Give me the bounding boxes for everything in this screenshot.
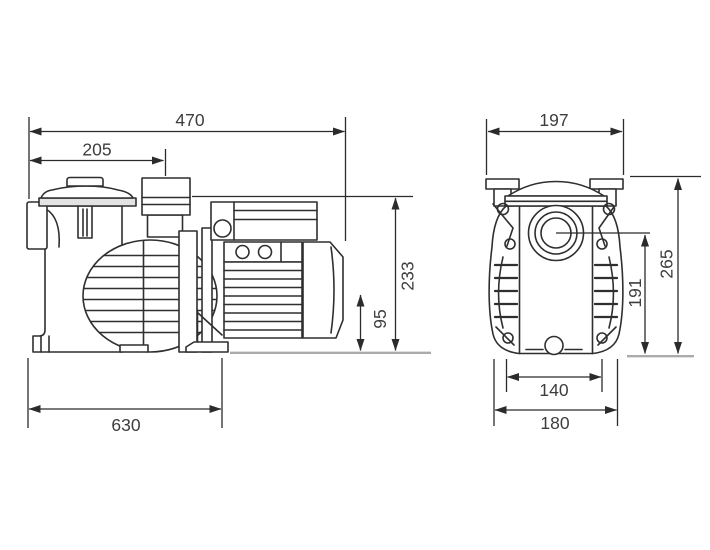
- dim-label-overall-length: 470: [175, 110, 204, 130]
- inlet-port: [26, 201, 48, 250]
- dim-label-outlet-offset: 205: [82, 140, 111, 160]
- dim-mount-outer-width: 180: [493, 359, 619, 433]
- motor-foot: [185, 309, 229, 353]
- volute: [82, 239, 218, 353]
- dim-inlet-center-height: 191: [556, 232, 650, 354]
- support-rib-left: [492, 203, 514, 247]
- support-rib-right: [598, 203, 617, 247]
- body-shell: [488, 203, 624, 355]
- terminal-box: [210, 201, 318, 241]
- motor-band: [223, 241, 303, 263]
- dim-top-width: 197: [485, 110, 625, 175]
- dim-label-outlet-height: 233: [398, 261, 418, 290]
- dim-label-base-length: 630: [111, 415, 140, 435]
- cooling-fins-right: [593, 256, 619, 329]
- dim-label-overall-height: 265: [657, 249, 677, 278]
- dim-overall-length: 470: [28, 110, 347, 241]
- lid-knob: [66, 176, 104, 187]
- front-view: 197 265 191 140 180: [485, 110, 701, 433]
- dim-mount-inner-width: 140: [505, 359, 603, 400]
- motor-end-cap: [302, 241, 344, 339]
- dim-label-mount-inner-width: 140: [539, 380, 568, 400]
- cooling-fins-left: [493, 256, 519, 329]
- motor-flange: [201, 227, 213, 353]
- bolt-hole: [602, 202, 616, 216]
- dim-base-length: 630: [27, 358, 223, 435]
- bolt-hole: [496, 202, 510, 216]
- motor: [185, 201, 344, 353]
- dim-label-top-width: 197: [539, 110, 568, 130]
- bolt-hole: [504, 238, 516, 250]
- bolt-hole: [596, 238, 608, 250]
- basket-handle: [77, 205, 93, 239]
- strainer-lid: [38, 176, 137, 207]
- volute-flange: [178, 230, 198, 353]
- motor-fins: [223, 261, 303, 339]
- drain-plug: [525, 335, 583, 356]
- base-step: [119, 344, 149, 353]
- dim-overall-height: 265: [630, 175, 701, 354]
- lid-dome: [504, 180, 608, 207]
- dim-outlet-height: 233: [192, 195, 418, 351]
- dim-shaft-height: 95: [356, 294, 390, 351]
- discharge-port: [141, 177, 191, 238]
- bolt-hole: [502, 332, 514, 344]
- dim-label-inlet-center-height: 191: [625, 278, 645, 307]
- dim-outlet-offset: 205: [29, 140, 167, 176]
- bolt-hole: [596, 332, 608, 344]
- side-view: 470 205 630 233 95: [26, 110, 431, 435]
- dim-label-shaft-height: 95: [370, 309, 390, 328]
- dim-label-mount-outer-width: 180: [540, 413, 569, 433]
